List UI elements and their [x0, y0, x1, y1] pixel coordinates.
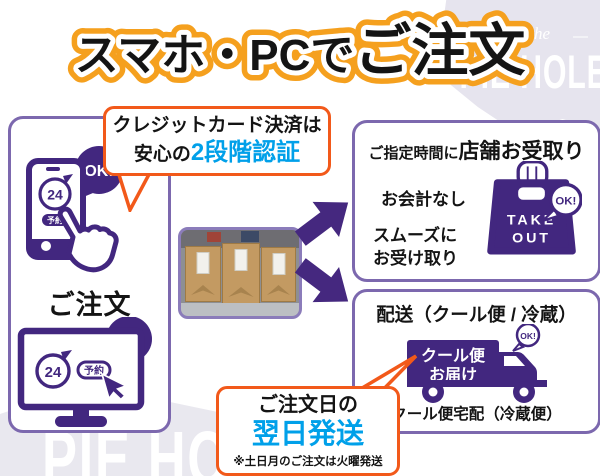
shipping-callout: ご注文日の 翌日発送 ※土日月のご注文は火曜発送	[216, 386, 400, 476]
truck-text-line1: クール便	[421, 346, 486, 365]
pickup-header: ご指定時間に店舗お受取り	[355, 135, 598, 165]
bag-text-take: TAKE	[507, 213, 556, 229]
smartphone-order-icon: OK! 24 予約	[26, 146, 123, 273]
shipping-line2: 翌日発送	[251, 418, 364, 450]
svg-text:24: 24	[47, 187, 63, 203]
photo-detail	[241, 231, 259, 242]
order-panel: OK! 24 予約 ご注文 OK!	[8, 116, 171, 433]
credit-callout: クレジットカード決済は 安心の2段階認証	[103, 106, 331, 176]
packages-photo	[178, 227, 302, 319]
ok-badge: OK!	[542, 182, 582, 222]
takeout-bag-icon: TAKE OUT OK!	[487, 161, 582, 255]
pickup-point1: お会計なし	[381, 190, 466, 209]
credit-line1: クレジットカード決済は	[112, 115, 322, 137]
ok-badge: OK!	[512, 324, 541, 352]
cursor-icon	[100, 372, 129, 401]
delivery-caption: クール便宅配（冷蔵便）	[391, 406, 562, 423]
svg-text:OK!: OK!	[520, 331, 536, 341]
svg-text:スマホ・PCでご注文: スマホ・PCでご注文	[75, 19, 526, 83]
pickup-point2: スムーズに お受け取り	[373, 225, 458, 271]
reserve-button: 予約	[76, 360, 112, 380]
pickup-header-bold: 店舗お受取り	[458, 140, 585, 163]
tap-hand-icon	[57, 206, 119, 273]
brand-script: the	[529, 24, 550, 43]
24h-icon: 24	[38, 174, 73, 211]
truck-wheel-hub	[519, 387, 529, 397]
phone-speaker	[46, 167, 60, 171]
svg-text:OK!: OK!	[555, 196, 576, 208]
truck-text-line2: お届け	[429, 366, 477, 384]
pc-order-icon: OK! 24 予約	[17, 317, 152, 427]
monitor-base	[55, 416, 107, 427]
photo-shelf	[181, 303, 299, 316]
svg-text:24: 24	[45, 364, 62, 381]
truck-wheel-hub	[428, 387, 438, 397]
pickup-header-light: ご指定時間に	[368, 145, 459, 162]
phone-home-button	[41, 241, 51, 251]
pickup-point2-line1: スムーズに	[373, 226, 458, 245]
arrow-to-delivery-icon	[294, 258, 349, 303]
credit-line2-blue: 2段階認証	[190, 138, 301, 166]
truck-window	[504, 356, 525, 366]
delivery-truck-icon: OK! クール便 お届け	[407, 324, 547, 403]
package-box	[261, 247, 296, 302]
delivery-header: 配送（クール便 / 冷蔵）	[376, 304, 577, 325]
bag-handle	[518, 187, 545, 200]
photo-background	[181, 230, 299, 248]
truck-chassis	[407, 380, 547, 387]
shipping-line1: ご注文日の	[258, 394, 358, 417]
package-box	[185, 246, 221, 302]
bag-text-out: OUT	[512, 231, 551, 247]
svg-text:予約: 予約	[47, 215, 63, 225]
brand-name: PIE HOLE	[459, 46, 600, 99]
credit-line2: 安心の2段階認証	[134, 138, 300, 168]
svg-text:予約: 予約	[84, 364, 104, 377]
page-title: スマホ・PCでご注文 スマホ・PCでご注文 スマホ・PCでご注文	[64, 9, 536, 94]
24h-icon: 24	[35, 350, 72, 389]
monitor-neck	[73, 407, 89, 416]
svg-text:スマホ・PCでご注文: スマホ・PCでご注文	[75, 19, 526, 83]
svg-text:スマホ・PCでご注文: スマホ・PCでご注文	[75, 19, 526, 83]
brand-dash: —	[573, 28, 588, 45]
order-label: ご注文	[47, 290, 132, 320]
truck-cargo	[407, 340, 499, 386]
arrow-to-pickup-icon	[294, 201, 349, 246]
photo-detail	[207, 232, 221, 242]
credit-line2-black: 安心の	[133, 143, 191, 165]
pickup-point2-line2: お受け取り	[373, 248, 458, 268]
shipping-note: ※土日月のご注文は火曜発送	[233, 455, 383, 468]
package-box	[222, 243, 260, 304]
pickup-box: ご指定時間に店舗お受取り お会計なし スムーズに お受け取り TAKE OUT …	[352, 120, 600, 282]
